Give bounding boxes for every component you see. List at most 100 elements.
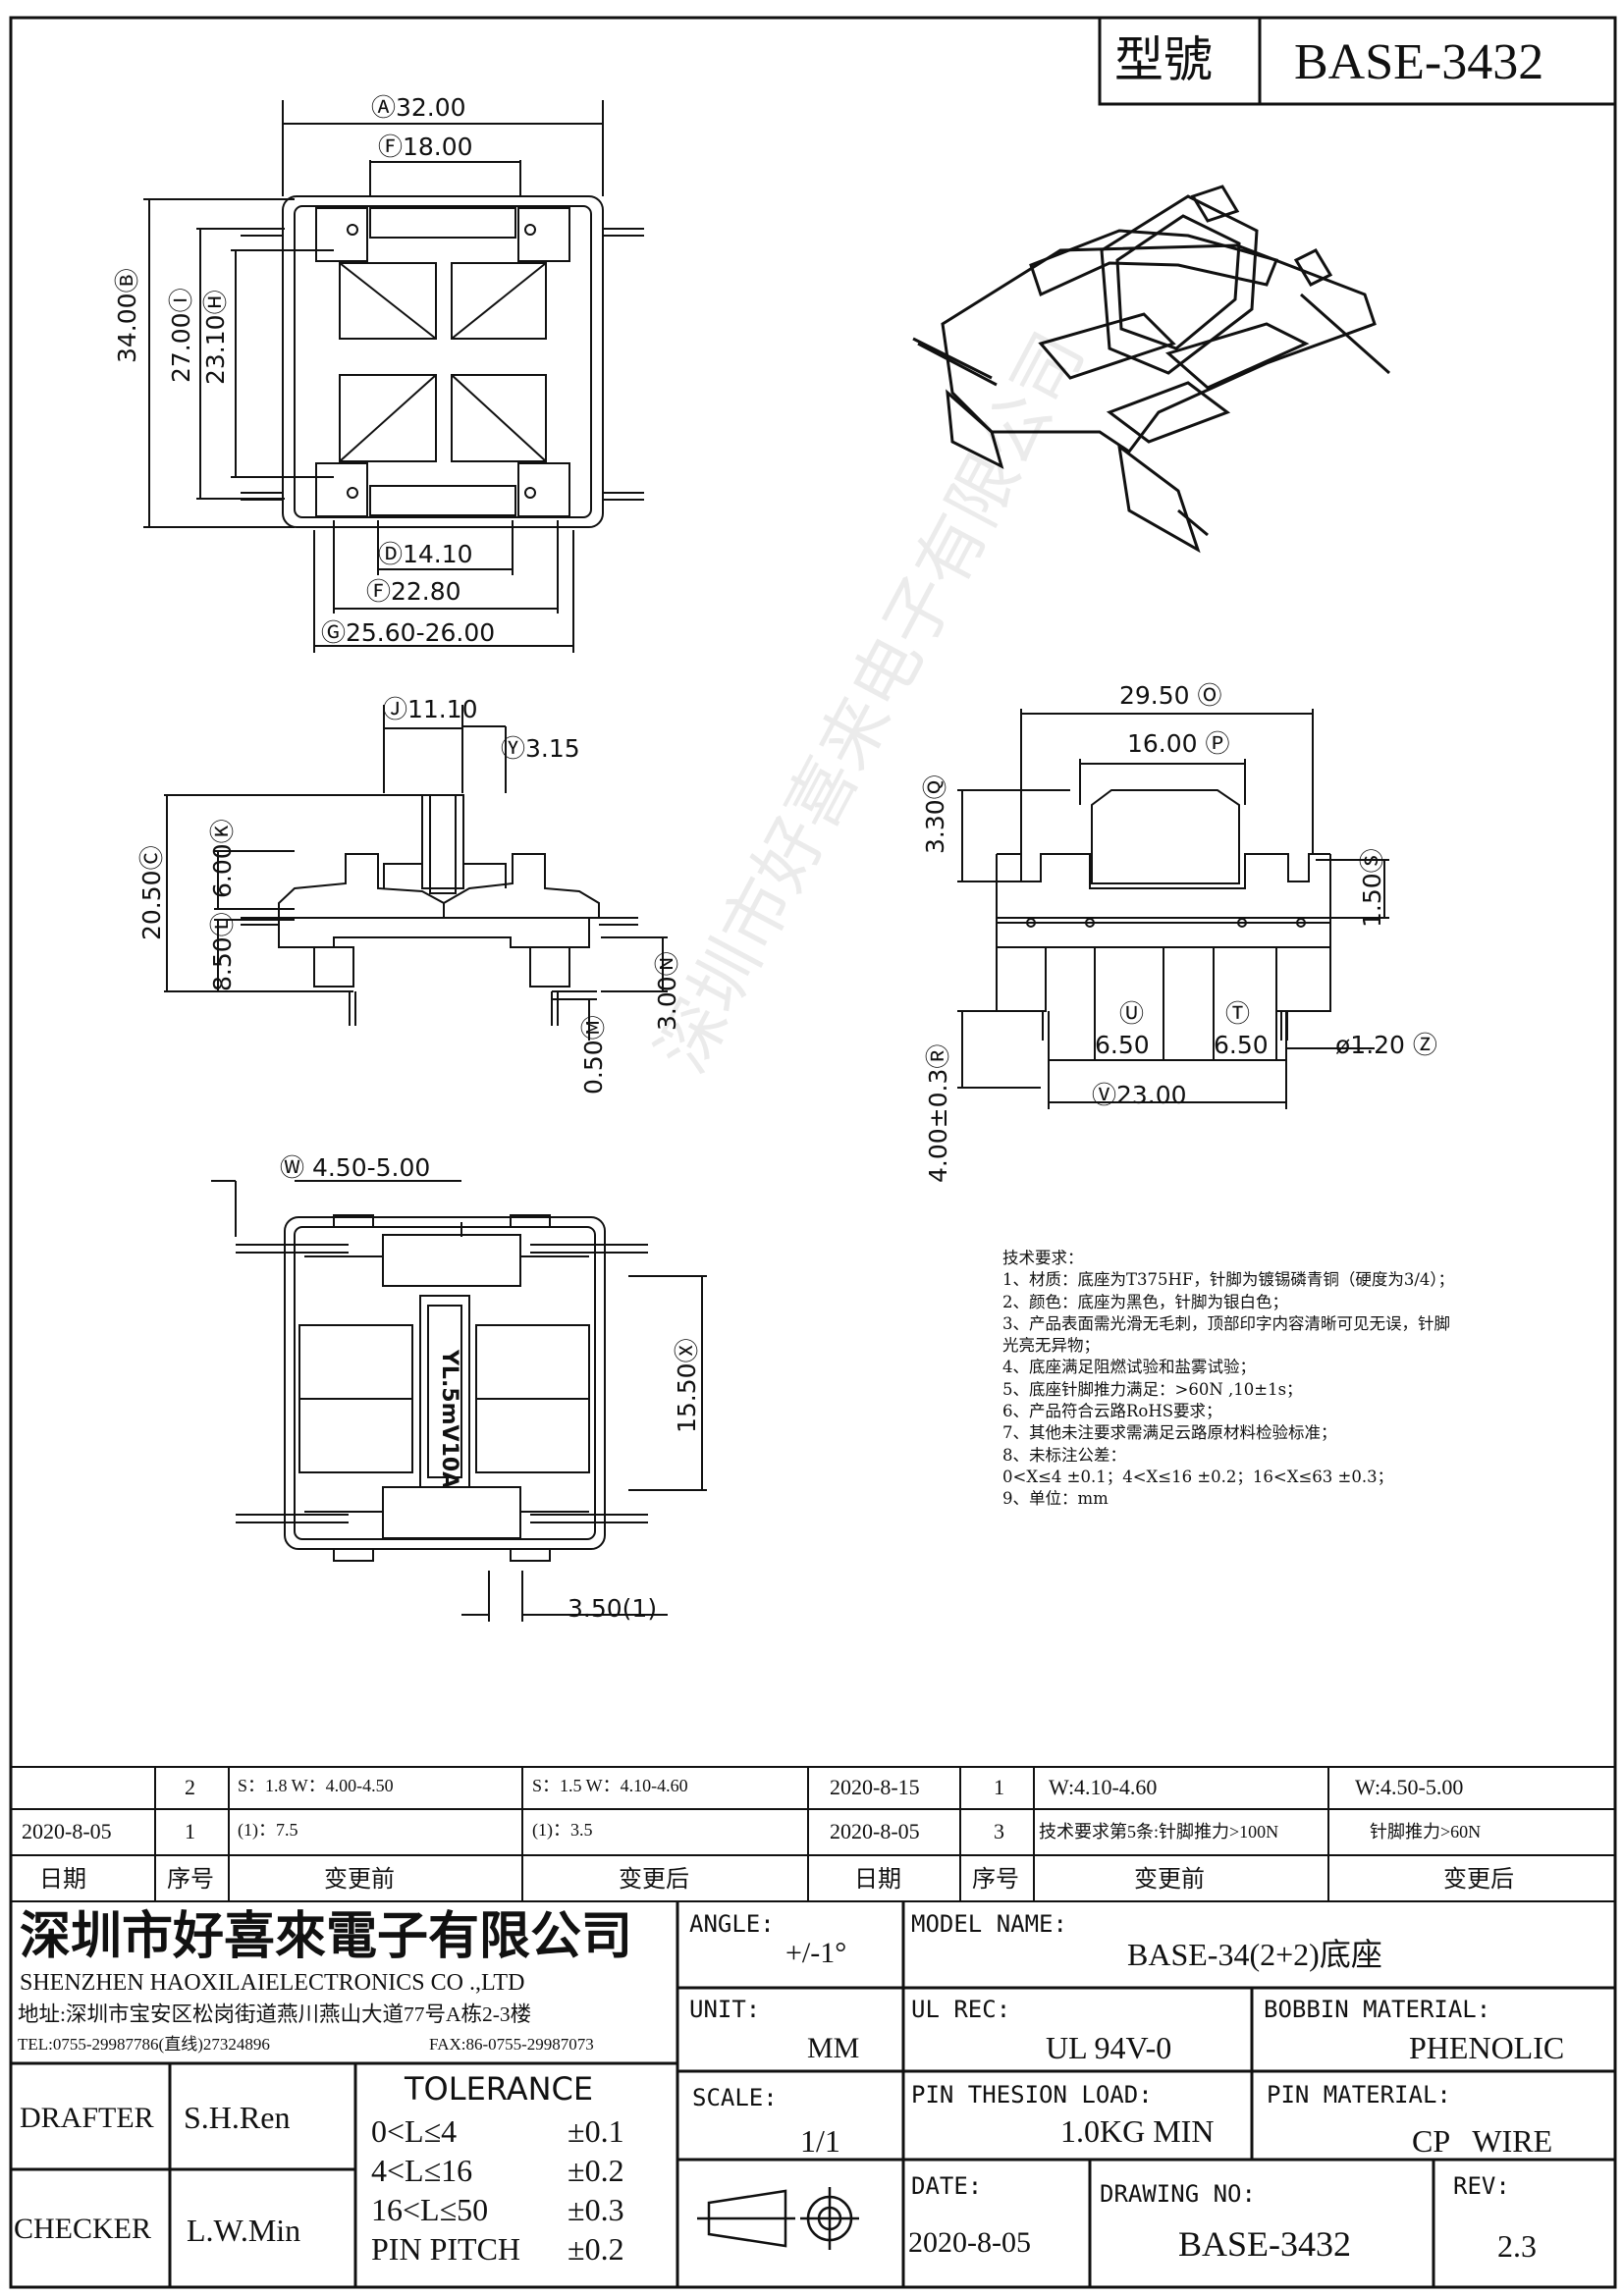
- dim-b: 34.00Ⓑ: [113, 268, 141, 363]
- dim-s: 1.50Ⓢ: [1358, 848, 1386, 928]
- rev-cell: 2020-8-05: [22, 1819, 112, 1843]
- dim-i: 27.00Ⓘ: [167, 288, 195, 383]
- rev-label: REV:: [1453, 2172, 1510, 2200]
- ul-rec-value: UL 94V-0: [1046, 2030, 1172, 2065]
- rev-cell: 1: [185, 1819, 195, 1843]
- angle-value: +/-1°: [785, 1937, 847, 1969]
- sheet-border: [9, 16, 1617, 2289]
- tolerance-label: TOLERANCE: [405, 2070, 594, 2108]
- rev-cell: 技术要求第5条:针脚推力>100N: [1039, 1822, 1279, 1842]
- model-name-label: MODEL NAME:: [911, 1910, 1067, 1938]
- pin-load-label: PIN THESION LOAD:: [911, 2081, 1153, 2109]
- company-fax: FAX:86-0755-29987073: [429, 2035, 594, 2054]
- rev-cell: S：1.8 W：4.00-4.50: [238, 1776, 394, 1795]
- side-view: [957, 709, 1389, 1109]
- tech-note: 3、产品表面需光滑无毛刺，顶部印字内容清晰可见无误，针脚: [1002, 1313, 1450, 1333]
- dim-f-bottom: Ⓕ22.80: [366, 577, 461, 606]
- tech-note: 光亮无异物；: [1002, 1336, 1100, 1356]
- company-name-en: SHENZHEN HAOXILAIELECTRONICS CO .,LTD: [20, 1970, 525, 1996]
- rev-value: 2.3: [1497, 2228, 1537, 2264]
- dim-v: Ⓥ23.00: [1092, 1081, 1187, 1109]
- dim-l: 8.50Ⓛ: [208, 912, 237, 991]
- bobbin-value: PHENOLIC: [1409, 2030, 1565, 2065]
- rev-header: 日期: [854, 1865, 901, 1893]
- dim-j: Ⓙ11.10: [383, 695, 478, 723]
- model-label: 型號: [1114, 31, 1213, 88]
- tech-note: 2、颜色：底座为黑色，针脚为银白色；: [1002, 1292, 1288, 1311]
- dim-pitch: 3.50(1): [568, 1594, 658, 1623]
- pin-material-value: CP WIRE: [1412, 2123, 1553, 2159]
- dim-f-top: Ⓕ18.00: [378, 133, 473, 161]
- tech-note: 技术要求：: [1002, 1249, 1084, 1267]
- tech-note: 8、未标注公差：: [1002, 1445, 1126, 1465]
- tech-note: 7、其他未注要求需满足云路原材料检验标准；: [1002, 1423, 1337, 1443]
- tolerance-range: PIN PITCH: [371, 2231, 521, 2267]
- company-name-cn: 深圳市好喜來電子有限公司: [20, 1909, 633, 1965]
- dim-h: 23.10Ⓗ: [201, 290, 230, 385]
- checker-value: L.W.Min: [187, 2213, 301, 2248]
- pin-load-value: 1.0KG MIN: [1060, 2113, 1215, 2149]
- drafter-value: S.H.Ren: [184, 2100, 291, 2135]
- dim-m: 0.50Ⓜ: [579, 1015, 608, 1095]
- dim-t-label: Ⓣ: [1225, 999, 1251, 1028]
- model-value: BASE-3432: [1294, 34, 1544, 90]
- projection-symbol: [697, 2187, 859, 2250]
- unit-value: MM: [807, 2032, 860, 2064]
- bobbin-label: BOBBIN MATERIAL:: [1264, 1996, 1491, 2023]
- dim-x: 15.50Ⓧ: [673, 1338, 701, 1433]
- tech-note: 5、底座针脚推力满足：>60N ,10±1s；: [1002, 1379, 1303, 1399]
- tolerance-range: 0<L≤4: [371, 2113, 458, 2149]
- drawing-no-value: BASE-3432: [1178, 2224, 1352, 2264]
- rev-cell: W:4.10-4.60: [1049, 1775, 1158, 1799]
- tech-note: 1、材质：底座为T375HF，针脚为镀锡磷青铜（硬度为3/4）；: [1002, 1270, 1455, 1290]
- rev-header: 变更前: [324, 1865, 395, 1893]
- tech-note: 4、底座满足阻燃试验和盐雾试验；: [1002, 1358, 1256, 1377]
- rev-header: 变更后: [1443, 1865, 1514, 1893]
- rev-header: 变更前: [1134, 1865, 1205, 1893]
- dim-z: ø1.20 Ⓩ: [1335, 1031, 1437, 1059]
- dim-u-value: 6.50: [1095, 1031, 1150, 1059]
- rev-cell: 1: [994, 1775, 1004, 1799]
- rev-cell: S：1.5 W：4.10-4.60: [532, 1776, 688, 1795]
- model-box: [1098, 16, 1617, 106]
- tech-note: 6、产品符合云路RoHS要求；: [1002, 1402, 1222, 1421]
- date-value: 2020-8-05: [908, 2226, 1031, 2259]
- ul-rec-label: UL REC:: [911, 1996, 1011, 2023]
- rev-header: 变更后: [619, 1865, 689, 1893]
- angle-label: ANGLE:: [689, 1910, 775, 1938]
- scale-value: 1/1: [800, 2123, 840, 2159]
- tolerance-value: ±0.2: [568, 2153, 624, 2188]
- scale-label: SCALE:: [692, 2084, 778, 2111]
- dim-w: Ⓦ 4.50-5.00: [280, 1153, 431, 1182]
- part-marking: YL.5mV10A: [437, 1350, 461, 1489]
- title-block-grid: [11, 1901, 1615, 2287]
- tolerance-range: 16<L≤50: [371, 2192, 489, 2227]
- date-label: DATE:: [911, 2172, 983, 2200]
- rev-cell: W:4.50-5.00: [1355, 1775, 1464, 1799]
- dim-n: 3.00Ⓝ: [653, 951, 681, 1031]
- company-tel: TEL:0755-29987786(直线)27324896: [18, 2035, 270, 2054]
- rev-cell: 2: [185, 1775, 195, 1799]
- dim-o: 29.50 Ⓞ: [1119, 681, 1222, 710]
- tolerance-value: ±0.1: [568, 2113, 624, 2149]
- checker-label: CHECKER: [14, 2213, 152, 2245]
- dim-a: Ⓐ32.00: [371, 93, 466, 122]
- rev-header: 序号: [167, 1865, 214, 1893]
- pin-material-label: PIN MATERIAL:: [1267, 2081, 1451, 2109]
- tech-notes: 技术要求： 1、材质：底座为T375HF，针脚为镀锡磷青铜（硬度为3/4）； 2…: [1002, 1248, 1454, 1511]
- unit-label: UNIT:: [689, 1996, 761, 2023]
- dim-p: 16.00 Ⓟ: [1127, 729, 1230, 758]
- revision-table-grid: [11, 1766, 1615, 1902]
- dim-y: Ⓨ3.15: [501, 734, 580, 763]
- rev-cell: 3: [994, 1819, 1004, 1843]
- tolerance-range: 4<L≤16: [371, 2153, 473, 2188]
- rev-cell: 2020-8-05: [830, 1819, 920, 1843]
- rev-cell: 2020-8-15: [830, 1775, 920, 1799]
- dim-d: Ⓓ14.10: [378, 540, 473, 568]
- tolerance-value: ±0.3: [568, 2192, 624, 2227]
- front-view: [164, 705, 668, 1041]
- top-view: [143, 100, 644, 653]
- company-address: 地址:深圳市宝安区松岗街道燕川燕山大道77号A栋2-3楼: [18, 2002, 532, 2026]
